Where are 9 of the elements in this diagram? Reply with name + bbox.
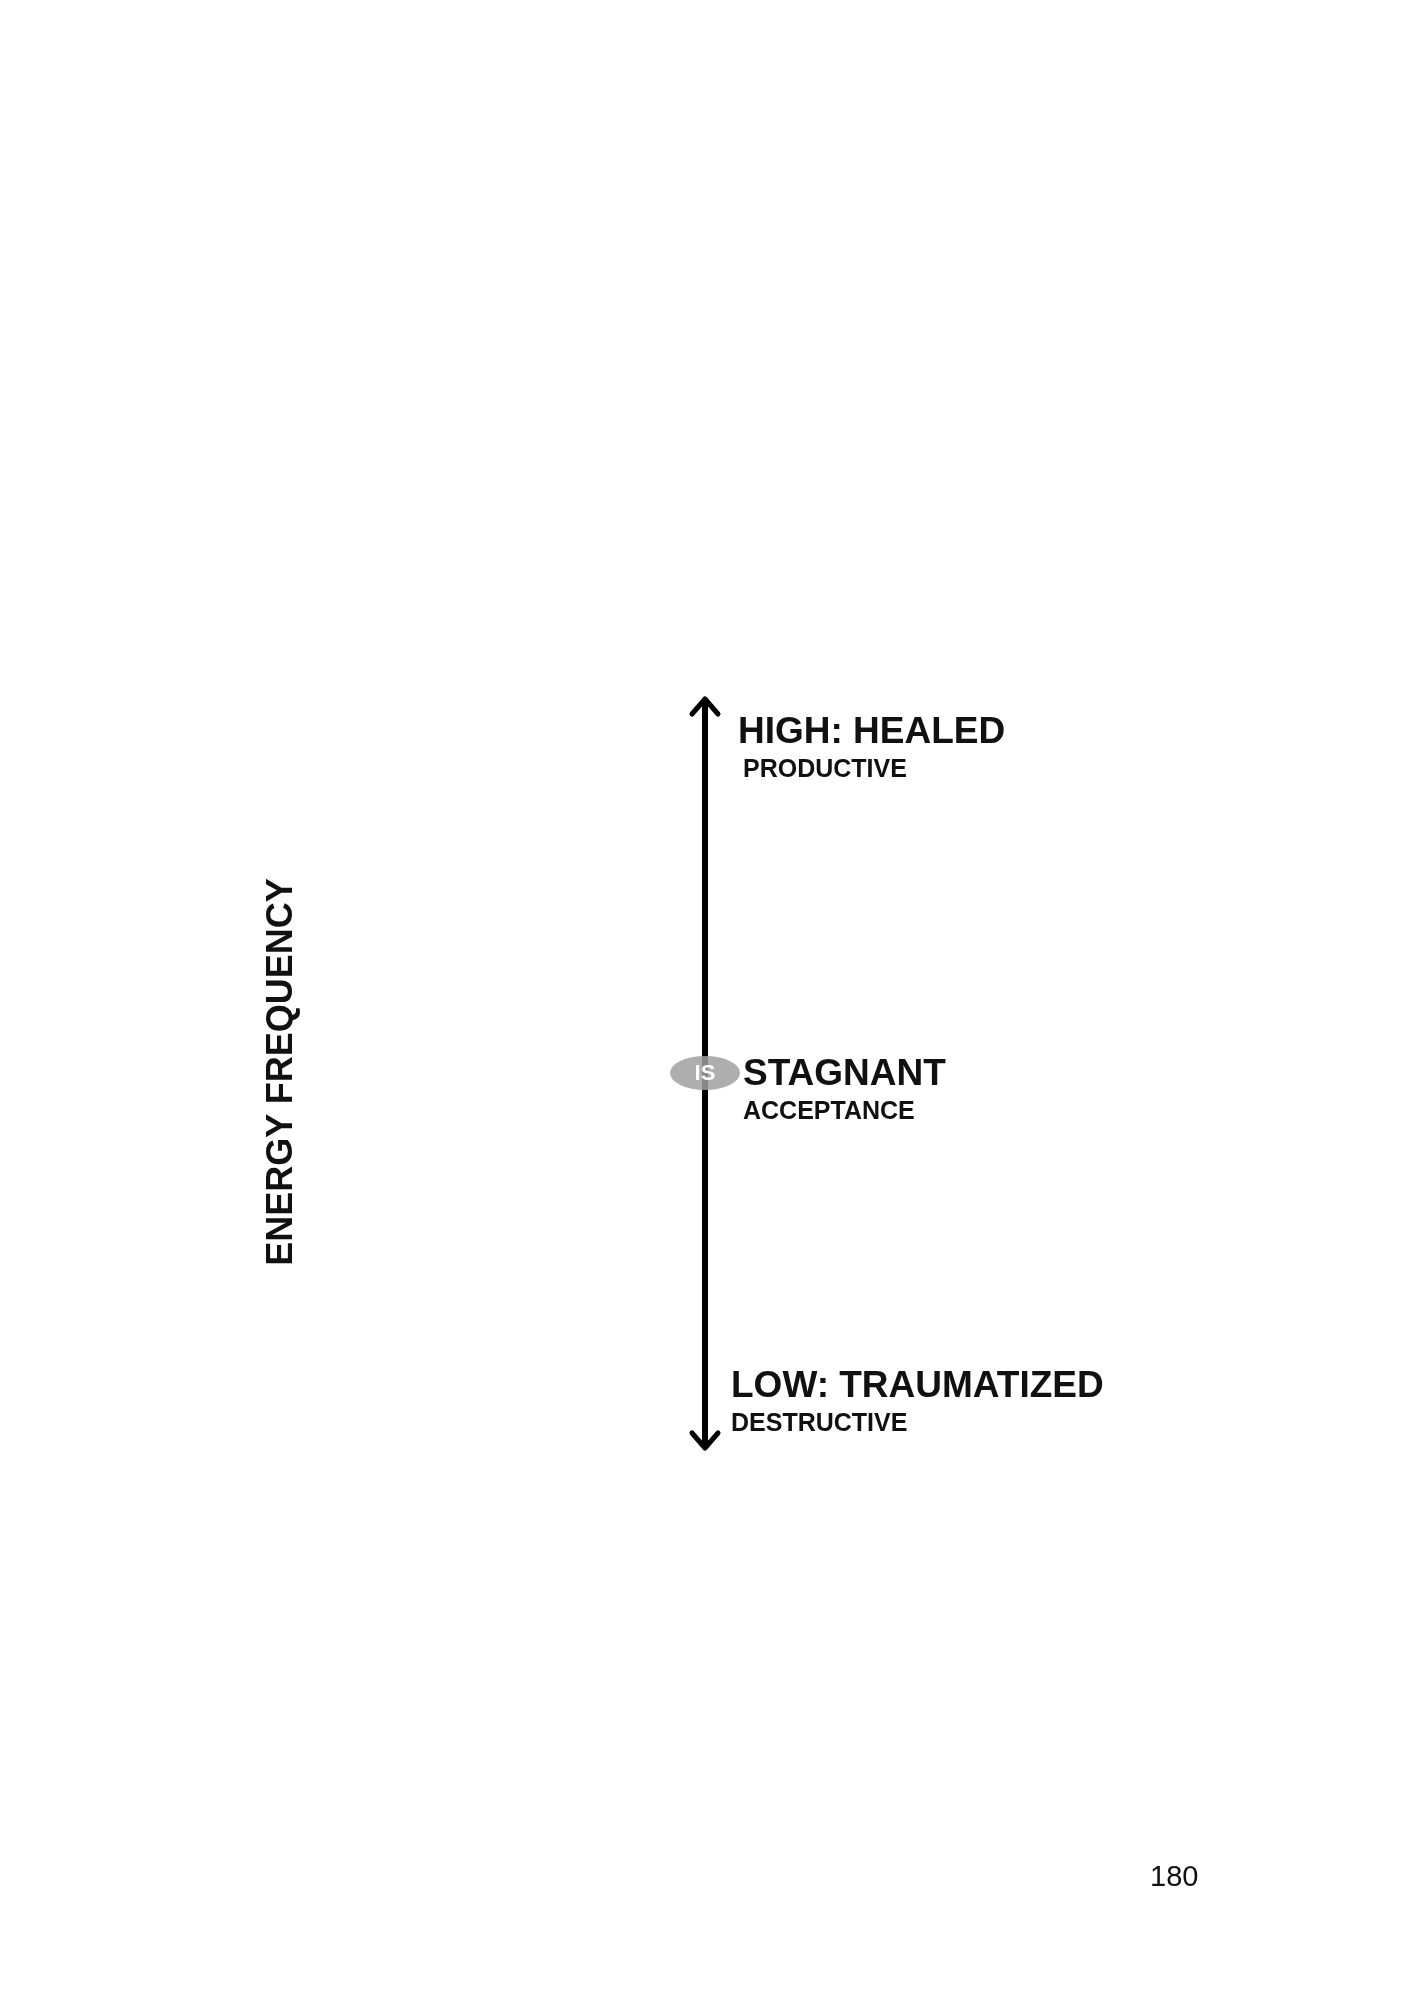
- marker-oval: IS: [670, 1056, 740, 1090]
- level-subtitle: DESTRUCTIVE: [731, 1410, 908, 1435]
- level-subtitle: ACCEPTANCE: [743, 1098, 915, 1123]
- page-number: 180: [1150, 1862, 1199, 1891]
- level-subtitle: PRODUCTIVE: [743, 756, 907, 781]
- level-heading: LOW: TRAUMATIZED: [731, 1366, 1104, 1403]
- axis-title: ENERGY FREQUENCY: [262, 878, 298, 1266]
- level-heading: HIGH: HEALED: [738, 712, 1006, 749]
- level-heading: STAGNANT: [743, 1054, 946, 1091]
